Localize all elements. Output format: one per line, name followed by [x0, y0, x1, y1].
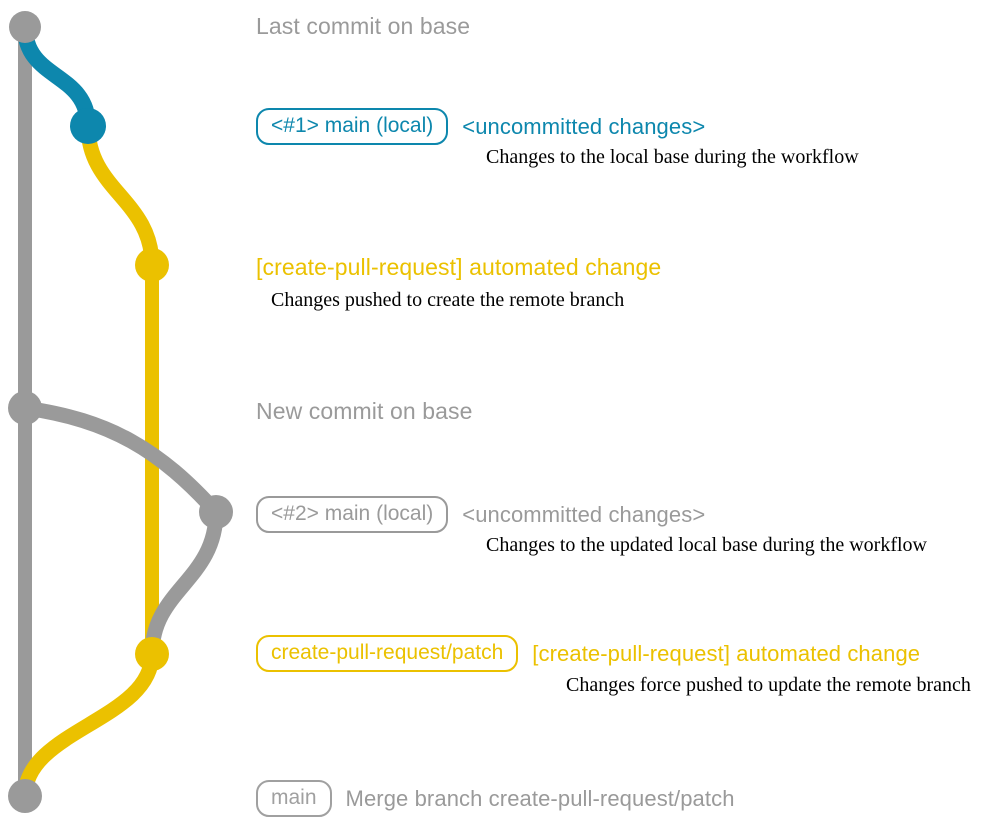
node-base-merge[interactable] [8, 779, 42, 813]
description-patch-2: Changes force pushed to update the remot… [566, 674, 971, 696]
commit-message-local-2: <uncommitted changes> [462, 501, 706, 527]
row-patch-commit-1: [create-pull-request] automated change [256, 254, 661, 281]
description-local-1: Changes to the local base during the wor… [486, 146, 859, 168]
tag-main-local-1[interactable]: <#1> main (local) [256, 108, 449, 146]
edge-local1-to-patch1 [80, 118, 160, 273]
description-patch-1: Changes pushed to create the remote bran… [271, 289, 625, 311]
row-last-commit-on-base: Last commit on base [256, 13, 470, 40]
node-base-new[interactable] [8, 391, 42, 425]
last-commit-heading: Last commit on base [256, 13, 471, 39]
description-local-2: Changes to the updated local base during… [486, 534, 927, 556]
edge-local2-to-patch2 [144, 504, 224, 662]
commit-message-merge: Merge branch create-pull-request/patch [345, 785, 735, 811]
node-base-last[interactable] [9, 11, 41, 43]
edge-patch2-to-merge [17, 646, 160, 804]
edge-basenew-to-local2 [17, 400, 224, 520]
tag-main-local-2[interactable]: <#2> main (local) [256, 496, 449, 534]
node-local-2[interactable] [199, 495, 233, 529]
row-patch-commit-2: create-pull-request/patch [create-pull-r… [256, 635, 921, 673]
new-commit-heading: New commit on base [256, 398, 473, 424]
commit-message-patch-2: [create-pull-request] automated change [532, 640, 921, 666]
commit-message-patch-1: [create-pull-request] automated change [256, 254, 662, 280]
row-merge-commit: main Merge branch create-pull-request/pa… [256, 780, 735, 818]
tag-create-pull-request-patch[interactable]: create-pull-request/patch [256, 635, 519, 673]
node-patch-2[interactable] [135, 637, 169, 671]
row-local-commit-2: <#2> main (local) <uncommitted changes> [256, 496, 706, 534]
node-patch-1[interactable] [135, 248, 169, 282]
node-local-1[interactable] [70, 108, 106, 144]
commit-message-local-1: <uncommitted changes> [462, 113, 706, 139]
tag-main[interactable]: main [256, 780, 332, 818]
row-new-commit-on-base: New commit on base [256, 398, 473, 425]
row-local-commit-1: <#1> main (local) <uncommitted changes> [256, 108, 706, 146]
